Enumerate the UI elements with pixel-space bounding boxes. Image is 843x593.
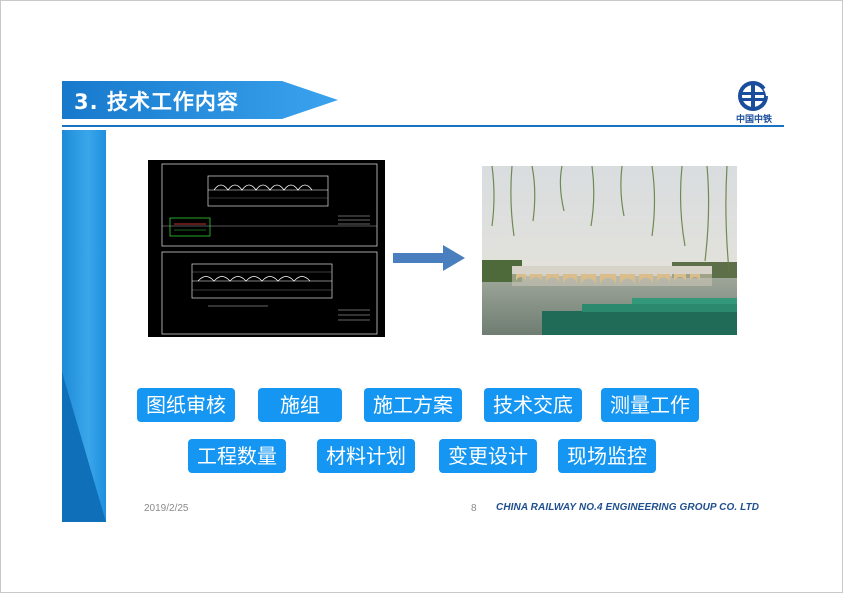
button-survey-work[interactable]: 测量工作 xyxy=(601,388,699,422)
button-drawing-review[interactable]: 图纸审核 xyxy=(137,388,235,422)
button-construction-plan[interactable]: 施工方案 xyxy=(364,388,462,422)
footer-date: 2019/2/25 xyxy=(144,503,189,514)
footer-page-number: 8 xyxy=(471,503,477,514)
button-quantities[interactable]: 工程数量 xyxy=(188,439,286,473)
right-arrow-icon xyxy=(393,245,465,271)
button-design-change[interactable]: 变更设计 xyxy=(439,439,537,473)
cad-bridge-drawing xyxy=(148,160,385,337)
left-decor-stripe xyxy=(62,130,106,522)
title-banner xyxy=(62,81,338,119)
title-underline xyxy=(62,125,784,127)
crec-logo-icon xyxy=(738,81,770,111)
button-technical-briefing[interactable]: 技术交底 xyxy=(484,388,582,422)
slide: 3. 技术工作内容 中国中铁 xyxy=(62,22,784,522)
logo-text: 中国中铁 xyxy=(735,115,772,125)
bridge-photo xyxy=(482,166,737,335)
button-material-plan[interactable]: 材料计划 xyxy=(317,439,415,473)
button-site-monitoring[interactable]: 现场监控 xyxy=(558,439,656,473)
slide-title: 3. 技术工作内容 xyxy=(74,90,239,114)
button-construction-org[interactable]: 施组 xyxy=(258,388,342,422)
footer-company-name: CHINA RAILWAY NO.4 ENGINEERING GROUP CO.… xyxy=(496,502,760,513)
